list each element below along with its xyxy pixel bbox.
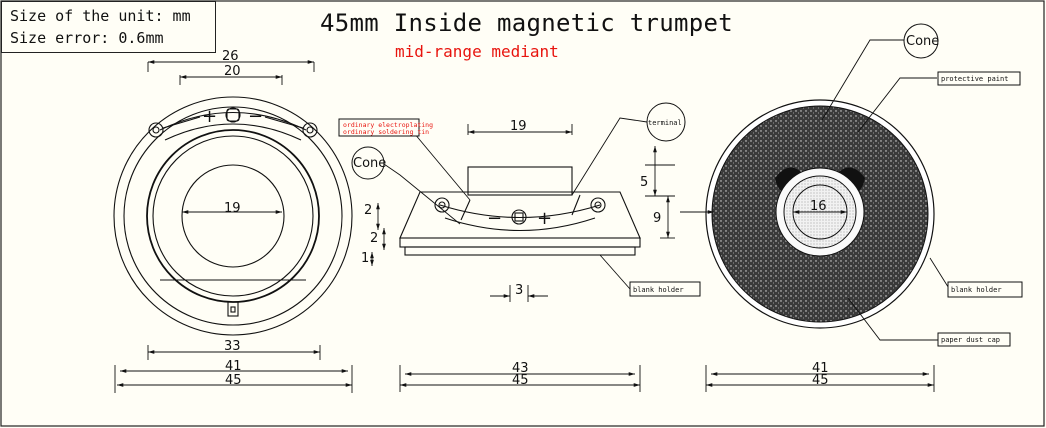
- front-dim-41: 41: [225, 359, 242, 374]
- side-dim-5: 5: [640, 175, 648, 190]
- front-dim-33: 33: [224, 339, 241, 354]
- plating-note-line1: ordinary electroplating: [343, 121, 433, 129]
- back-dim-41: 41: [812, 361, 829, 376]
- side-plus-symbol: +: [537, 208, 552, 229]
- front-dim-26: 26: [222, 49, 239, 64]
- side-dim-43: 43: [512, 361, 529, 376]
- side-dim-19: 19: [510, 119, 527, 134]
- side-blank-holder-box: [629, 281, 701, 297]
- front-minus-symbol: −: [248, 106, 263, 127]
- side-dim-2b: 2: [370, 231, 378, 246]
- unit-info-box: Size of the unit: mm Size error: 0.6mm: [1, 1, 216, 53]
- side-minus-symbol: −: [487, 208, 502, 229]
- terminal-label: terminal: [648, 119, 682, 127]
- paper-dust-cap-label: paper dust cap: [941, 336, 1000, 344]
- side-cone-label: Cone: [353, 156, 386, 171]
- protective-paint-label: protective paint: [941, 75, 1008, 83]
- error-text: Size error: 0.6mm: [10, 29, 164, 47]
- back-dim-16: 16: [810, 199, 827, 214]
- unit-text: Size of the unit: mm: [10, 7, 191, 25]
- plating-note-line2: ordinary soldering tin: [343, 128, 429, 136]
- back-cone-label: Cone: [906, 34, 939, 49]
- side-blank-holder-label: blank holder: [633, 286, 684, 294]
- subtitle: mid-range mediant: [395, 42, 559, 61]
- side-dim-3: 3: [515, 283, 523, 298]
- side-view: [399, 166, 641, 256]
- front-plus-symbol: +: [202, 106, 217, 127]
- front-dim-45: 45: [225, 373, 242, 388]
- front-view: [113, 96, 353, 336]
- protective-paint-box: [937, 71, 1021, 86]
- side-dim-9: 9: [653, 211, 661, 226]
- plating-note-box: [338, 118, 420, 137]
- front-dimension-lines: [114, 60, 353, 393]
- paper-dust-cap-box: [937, 332, 1011, 347]
- back-cone-callout: [903, 23, 939, 59]
- side-dim-45: 45: [512, 373, 529, 388]
- back-blank-holder-label: blank holder: [951, 286, 1002, 294]
- back-view: [705, 99, 935, 329]
- back-dim-45: 45: [812, 373, 829, 388]
- front-dim-19: 19: [224, 201, 241, 216]
- back-blank-holder-box: [947, 281, 1023, 298]
- terminal-callout: [646, 102, 686, 142]
- page-title: 45mm Inside magnetic trumpet: [320, 9, 733, 37]
- side-dimension-lines: [370, 117, 675, 392]
- back-dimension-lines: [680, 39, 951, 392]
- front-dim-20: 20: [224, 64, 241, 79]
- side-dim-2a: 2: [364, 203, 372, 218]
- side-cone-callout: [351, 146, 385, 180]
- side-dim-1: 1: [361, 251, 369, 266]
